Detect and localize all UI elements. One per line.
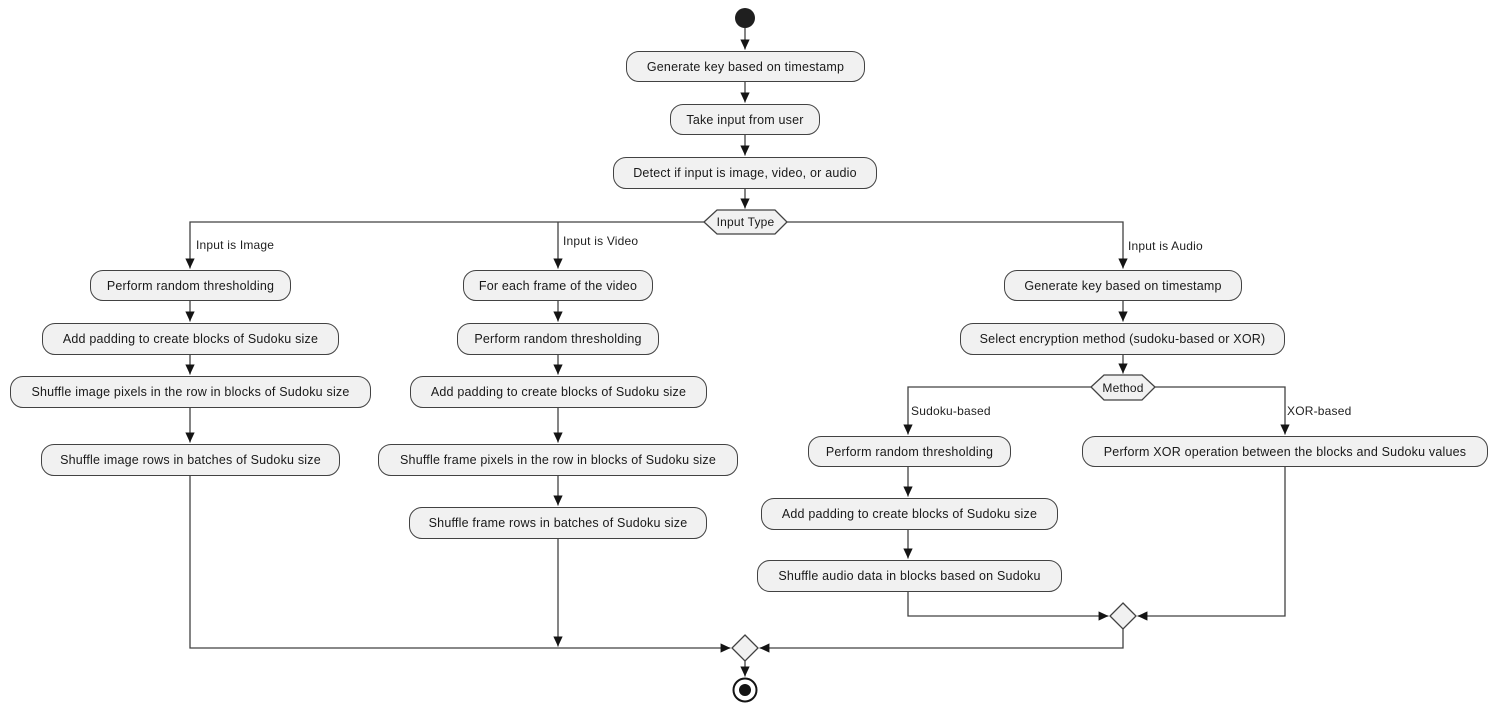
activity-video-foreach-frame: For each frame of the video [463,270,653,301]
activity-sudoku-threshold: Perform random thresholding [808,436,1011,467]
activity-generate-key: Generate key based on timestamp [626,51,865,82]
activity-image-shuffle-pixels: Shuffle image pixels in the row in block… [10,376,371,408]
edge-label-xor-based: XOR-based [1287,404,1352,418]
end-node-inner [739,684,751,696]
edge-method-to-xor [1155,386,1290,435]
edge-label-sudoku-based: Sudoku-based [911,404,991,418]
start-node [735,8,755,28]
activity-video-threshold: Perform random thresholding [457,323,659,355]
edge-method-to-sudoku [903,386,1091,435]
activity-take-input: Take input from user [670,104,820,135]
edge-label-input-is-video: Input is Video [563,234,639,248]
audio-merge-diamond [1109,602,1137,630]
edge-image-to-final-merge [189,476,731,653]
activity-audio-generate-key: Generate key based on timestamp [1004,270,1242,301]
edge-inputtype-to-audio [787,221,1128,269]
edge-sudoku-to-audio-merge [907,592,1109,621]
activity-video-padding: Add padding to create blocks of Sudoku s… [410,376,707,408]
edge-audio-merge-to-final-merge [759,629,1124,653]
input-type-decision-label: Input Type [716,215,775,229]
activity-image-shuffle-rows: Shuffle image rows in batches of Sudoku … [41,444,340,476]
activity-detect-input: Detect if input is image, video, or audi… [613,157,877,189]
activity-image-padding: Add padding to create blocks of Sudoku s… [42,323,339,355]
activity-sudoku-shuffle-audio: Shuffle audio data in blocks based on Su… [757,560,1062,592]
final-merge-diamond [731,634,759,662]
activity-sudoku-padding: Add padding to create blocks of Sudoku s… [761,498,1058,530]
edge-xor-to-audio-merge [1137,467,1286,621]
activity-video-shuffle-rows: Shuffle frame rows in batches of Sudoku … [409,507,707,539]
edge-inputtype-to-image [185,221,704,269]
method-decision-shape [1090,374,1156,401]
activity-audio-select-method: Select encryption method (sudoku-based o… [960,323,1285,355]
edge-label-input-is-audio: Input is Audio [1128,239,1203,253]
edge-label-input-is-image: Input is Image [196,238,275,252]
activity-xor-operation: Perform XOR operation between the blocks… [1082,436,1488,467]
input-type-decision-shape [703,209,788,235]
activity-video-shuffle-pixels: Shuffle frame pixels in the row in block… [378,444,738,476]
method-decision-label: Method [1102,380,1144,395]
activity-image-threshold: Perform random thresholding [90,270,291,301]
